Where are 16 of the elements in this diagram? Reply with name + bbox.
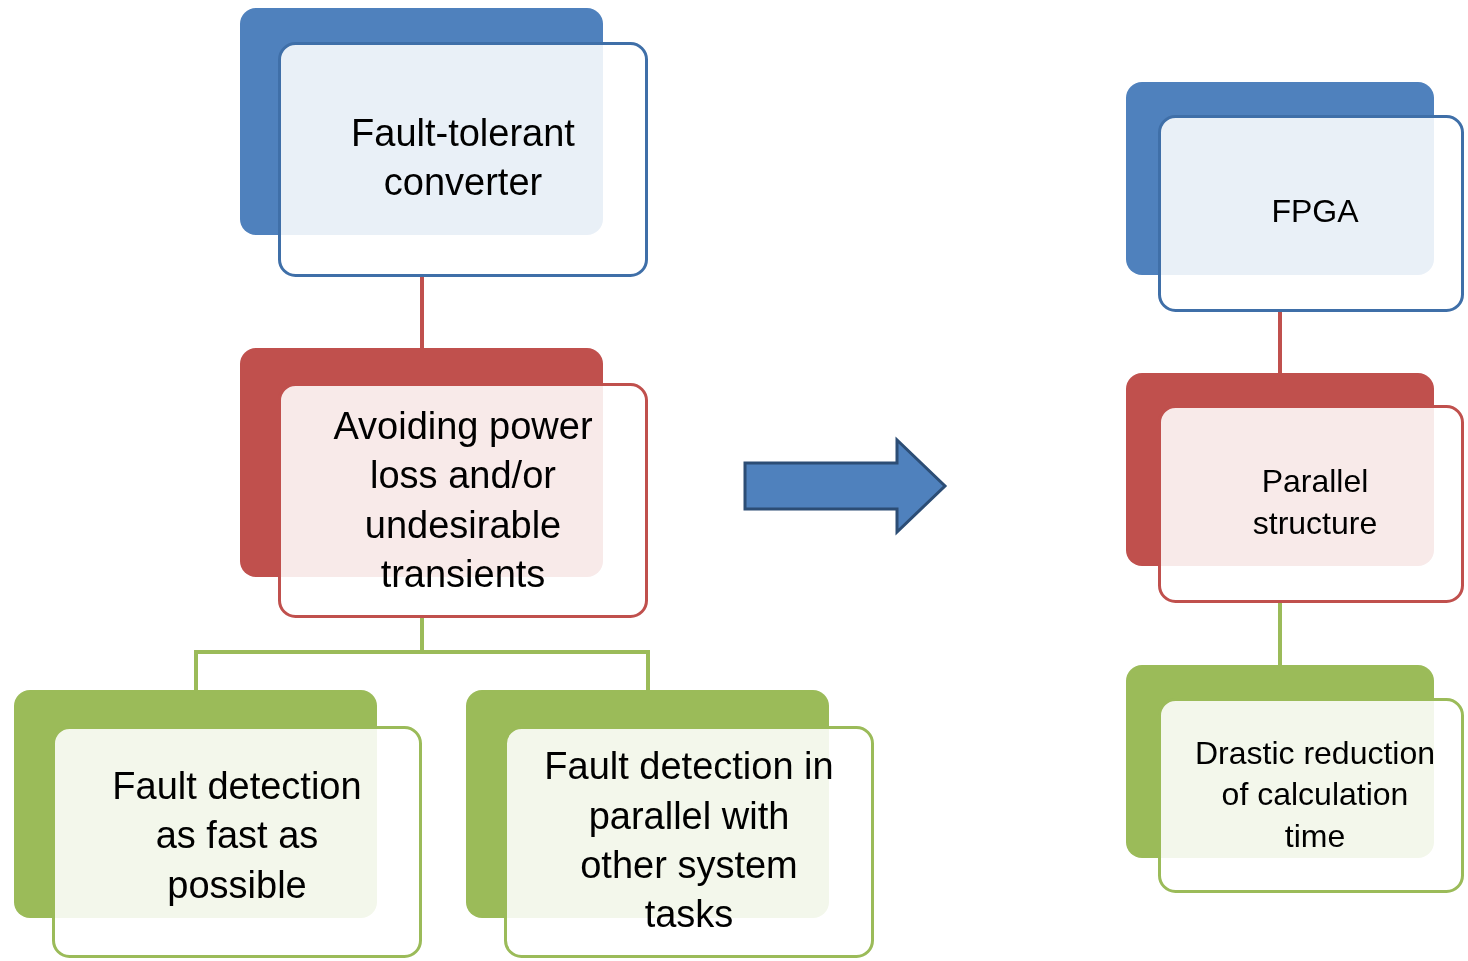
stacked-box xyxy=(1126,373,1466,605)
connector-line xyxy=(1278,603,1282,665)
connector-line xyxy=(1278,312,1282,373)
stacked-box xyxy=(14,690,424,960)
box-label: Avoiding power loss and/or undesirable transients xyxy=(332,403,594,597)
box-label: Fault detection in parallel with other system tasks xyxy=(544,744,834,938)
box-label: Drastic reduction of calculation time xyxy=(1193,733,1437,856)
stacked-box xyxy=(466,690,876,960)
stacked-box xyxy=(240,348,650,620)
stacked-box xyxy=(240,8,650,279)
stacked-box xyxy=(1126,82,1466,314)
box-label: Parallel structure xyxy=(1251,462,1379,543)
box-label: Fault detection as fast as possible xyxy=(111,763,363,908)
box-label: FPGA xyxy=(1270,192,1360,232)
connector-line xyxy=(420,277,424,348)
box-label: Fault-tolerant converter xyxy=(350,110,576,205)
